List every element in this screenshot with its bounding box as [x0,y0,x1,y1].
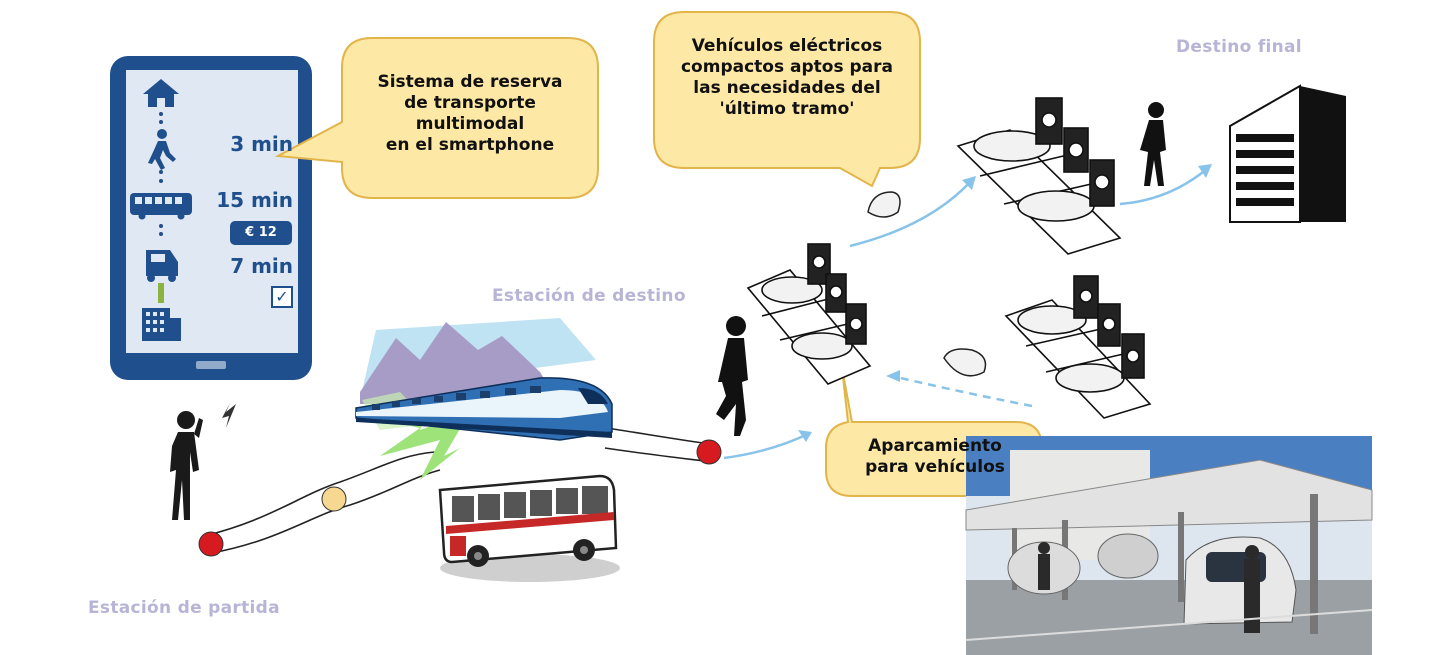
charging-station-middle [746,243,872,385]
destination-station-label: Estación de destino [492,286,686,306]
car-icon [146,250,178,282]
charging-station-lower [1004,275,1152,419]
walking-person-icon [148,129,176,170]
bus-time: 15 min [216,188,293,212]
parking-text: Aparcamiento para vehículos [865,436,1005,477]
departure-point [198,531,224,557]
train-illustration [355,318,613,480]
booking-system-text: Sistema de reserva de transporte multimo… [377,72,563,155]
house-icon [143,79,179,107]
compact-ev-text: Vehículos eléctricos compactos aptos par… [680,36,893,119]
arrow-return [891,374,1033,408]
final-destination-label: Destino final [1176,37,1302,57]
arrow-flow [723,167,1209,460]
office-building-icon [1229,84,1346,223]
woman-phone-silhouette [170,411,203,520]
small-ev-moving [867,191,987,377]
destination-point [696,439,722,465]
bus-icon [130,193,192,220]
price-tag: € 12 [230,221,292,245]
transfer-point [321,486,347,512]
building-icon [142,308,181,341]
signal-icon [222,403,236,428]
confirm-checkbox[interactable]: ✓ [271,286,293,308]
woman-final-silhouette [1140,102,1166,186]
walk-time: 3 min [230,132,293,156]
bubble-booking-system [274,37,599,199]
parking-canopy-photo [965,436,1373,655]
bus-illustration [438,474,620,582]
arrow-heads [798,164,1212,442]
bubble-compact-ev [653,11,921,188]
departure-station-label: Estación de partida [88,598,280,618]
charging-station-top [956,97,1122,255]
car-time: 7 min [230,254,293,278]
walking-woman-silhouette [716,316,748,436]
